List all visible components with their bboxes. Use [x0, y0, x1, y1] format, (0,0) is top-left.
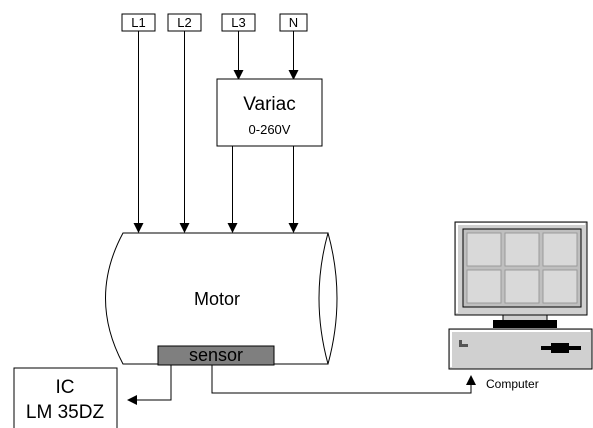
motor-body: Motor: [105, 232, 338, 365]
variac-box: Variac 0-260V: [216, 78, 323, 147]
motor-label: Motor: [194, 289, 240, 309]
ic-box: IC LM 35DZ: [13, 367, 118, 428]
screen-tiles: [466, 232, 578, 304]
terminal-l1-label: L1: [131, 15, 145, 30]
wire-sensor-ic: [127, 365, 172, 405]
terminal-l3-label: L3: [231, 15, 245, 30]
computer-label: Computer: [486, 377, 539, 391]
terminal-n-label: N: [289, 15, 298, 30]
sensor-block: sensor: [157, 345, 275, 366]
computer-icon: Computer: [448, 221, 593, 391]
variac-range: 0-260V: [249, 122, 291, 137]
terminal-l1: L1: [121, 13, 156, 32]
wire-sensor-computer: [211, 365, 476, 394]
ic-line2: LM 35DZ: [26, 402, 105, 423]
variac-title: Variac: [243, 94, 295, 115]
terminal-l3: L3: [221, 13, 256, 32]
ic-line1: IC: [56, 377, 75, 398]
terminal-l2-label: L2: [177, 15, 191, 30]
terminal-l2: L2: [167, 13, 202, 32]
terminal-n: N: [279, 13, 308, 32]
sensor-label: sensor: [189, 345, 243, 365]
